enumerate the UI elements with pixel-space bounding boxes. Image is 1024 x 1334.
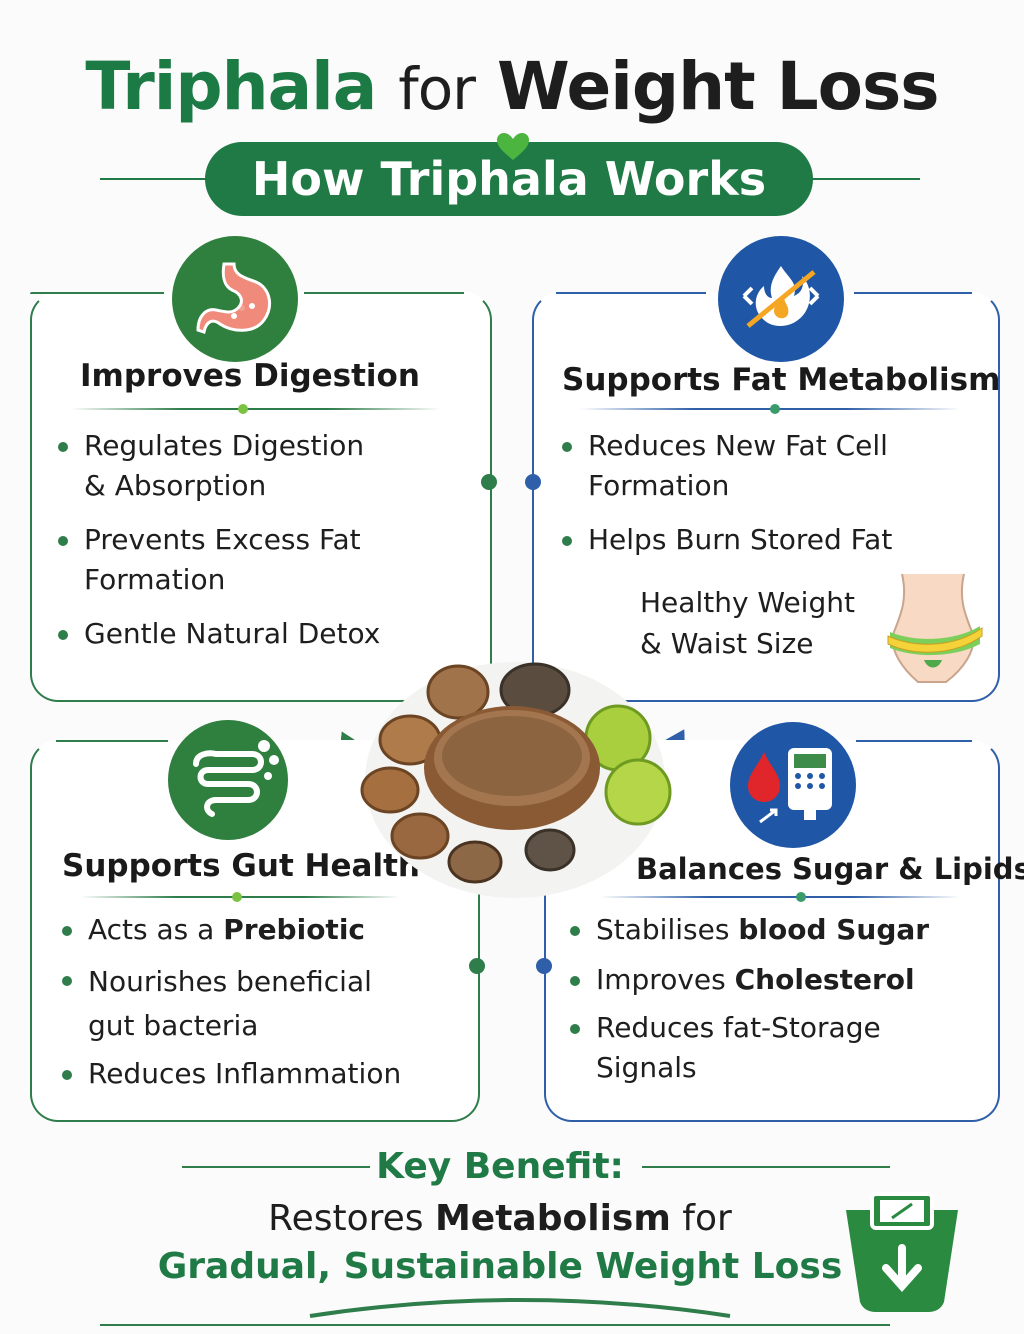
key-benefit-title: Key Benefit: [376, 1146, 624, 1187]
card-digestion-sep-dot [238, 404, 248, 414]
subtitle-line-left [100, 178, 210, 180]
list-item: Improves Cholesterol [568, 960, 988, 1000]
list-item: Helps Burn Stored Fat [560, 520, 980, 560]
card-gut-list: Acts as a Prebiotic Nourishes beneficial… [60, 910, 470, 1094]
card-digestion-separator [70, 408, 440, 410]
card-digestion-top-right [304, 292, 464, 294]
subtitle-line-right [808, 178, 920, 180]
card-digestion-top-left [30, 292, 164, 294]
healthy-weight-text: Healthy Weight& Waist Size [640, 586, 855, 660]
intestine-icon [168, 720, 288, 840]
waist-measure-icon [884, 570, 984, 686]
triphala-bowl-illustration [350, 640, 680, 900]
footer-swoosh [309, 1298, 731, 1318]
key-benefit-line1: Restores Metabolism for [268, 1198, 732, 1239]
connector-dot [469, 958, 485, 974]
card-digestion [30, 292, 492, 702]
key-benefit-line2: Gradual, Sustainable Weight Loss [157, 1246, 843, 1287]
card-fat-sep-dot [770, 404, 780, 414]
heart-icon [497, 133, 529, 160]
card-digestion-list: Regulates Digestion& Absorption Prevents… [56, 426, 476, 654]
weighing-scale-icon [836, 1190, 968, 1316]
connector-dot [525, 474, 541, 490]
card-sugar-sep-dot [796, 892, 806, 902]
connector-dot [536, 958, 552, 974]
list-item: Reduces Inflammation [60, 1054, 470, 1094]
list-item: Acts as a Prebiotic [60, 910, 470, 950]
card-gut-sep-dot [232, 892, 242, 902]
card-fat-title: Supports Fat Metabolism [562, 362, 1001, 398]
key-line-left [182, 1166, 370, 1168]
list-item: Regulates Digestion& Absorption [56, 426, 476, 506]
card-sugar-list: Stabilises blood Sugar Improves Choleste… [568, 910, 988, 1088]
title-weight-loss: Weight Loss [497, 48, 940, 125]
blood-glucose-icon [730, 722, 856, 848]
card-sugar-title: Balances Sugar & Lipids [636, 852, 1024, 886]
stomach-icon [172, 236, 298, 362]
title-triphala: Triphala [85, 48, 377, 125]
card-fat-top-right [854, 292, 972, 294]
footer-bottom-line [100, 1324, 890, 1326]
card-fat-top-left [556, 292, 706, 294]
card-gut-title: Supports Gut Health [62, 848, 420, 884]
subtitle-pill: How Triphala Works [205, 142, 813, 216]
title-for: for [398, 55, 476, 123]
card-gut-top-left [56, 740, 168, 742]
list-item: Gentle Natural Detox [56, 614, 476, 654]
card-sugar-separator [600, 896, 960, 898]
card-digestion-title: Improves Digestion [80, 358, 420, 394]
fat-burn-icon [718, 236, 844, 362]
connector-dot [481, 474, 497, 490]
key-line-right [642, 1166, 890, 1168]
page-title: Triphala for Weight Loss [0, 48, 1024, 125]
list-item: Stabilises blood Sugar [568, 910, 988, 950]
card-sugar-top-right [856, 740, 972, 742]
